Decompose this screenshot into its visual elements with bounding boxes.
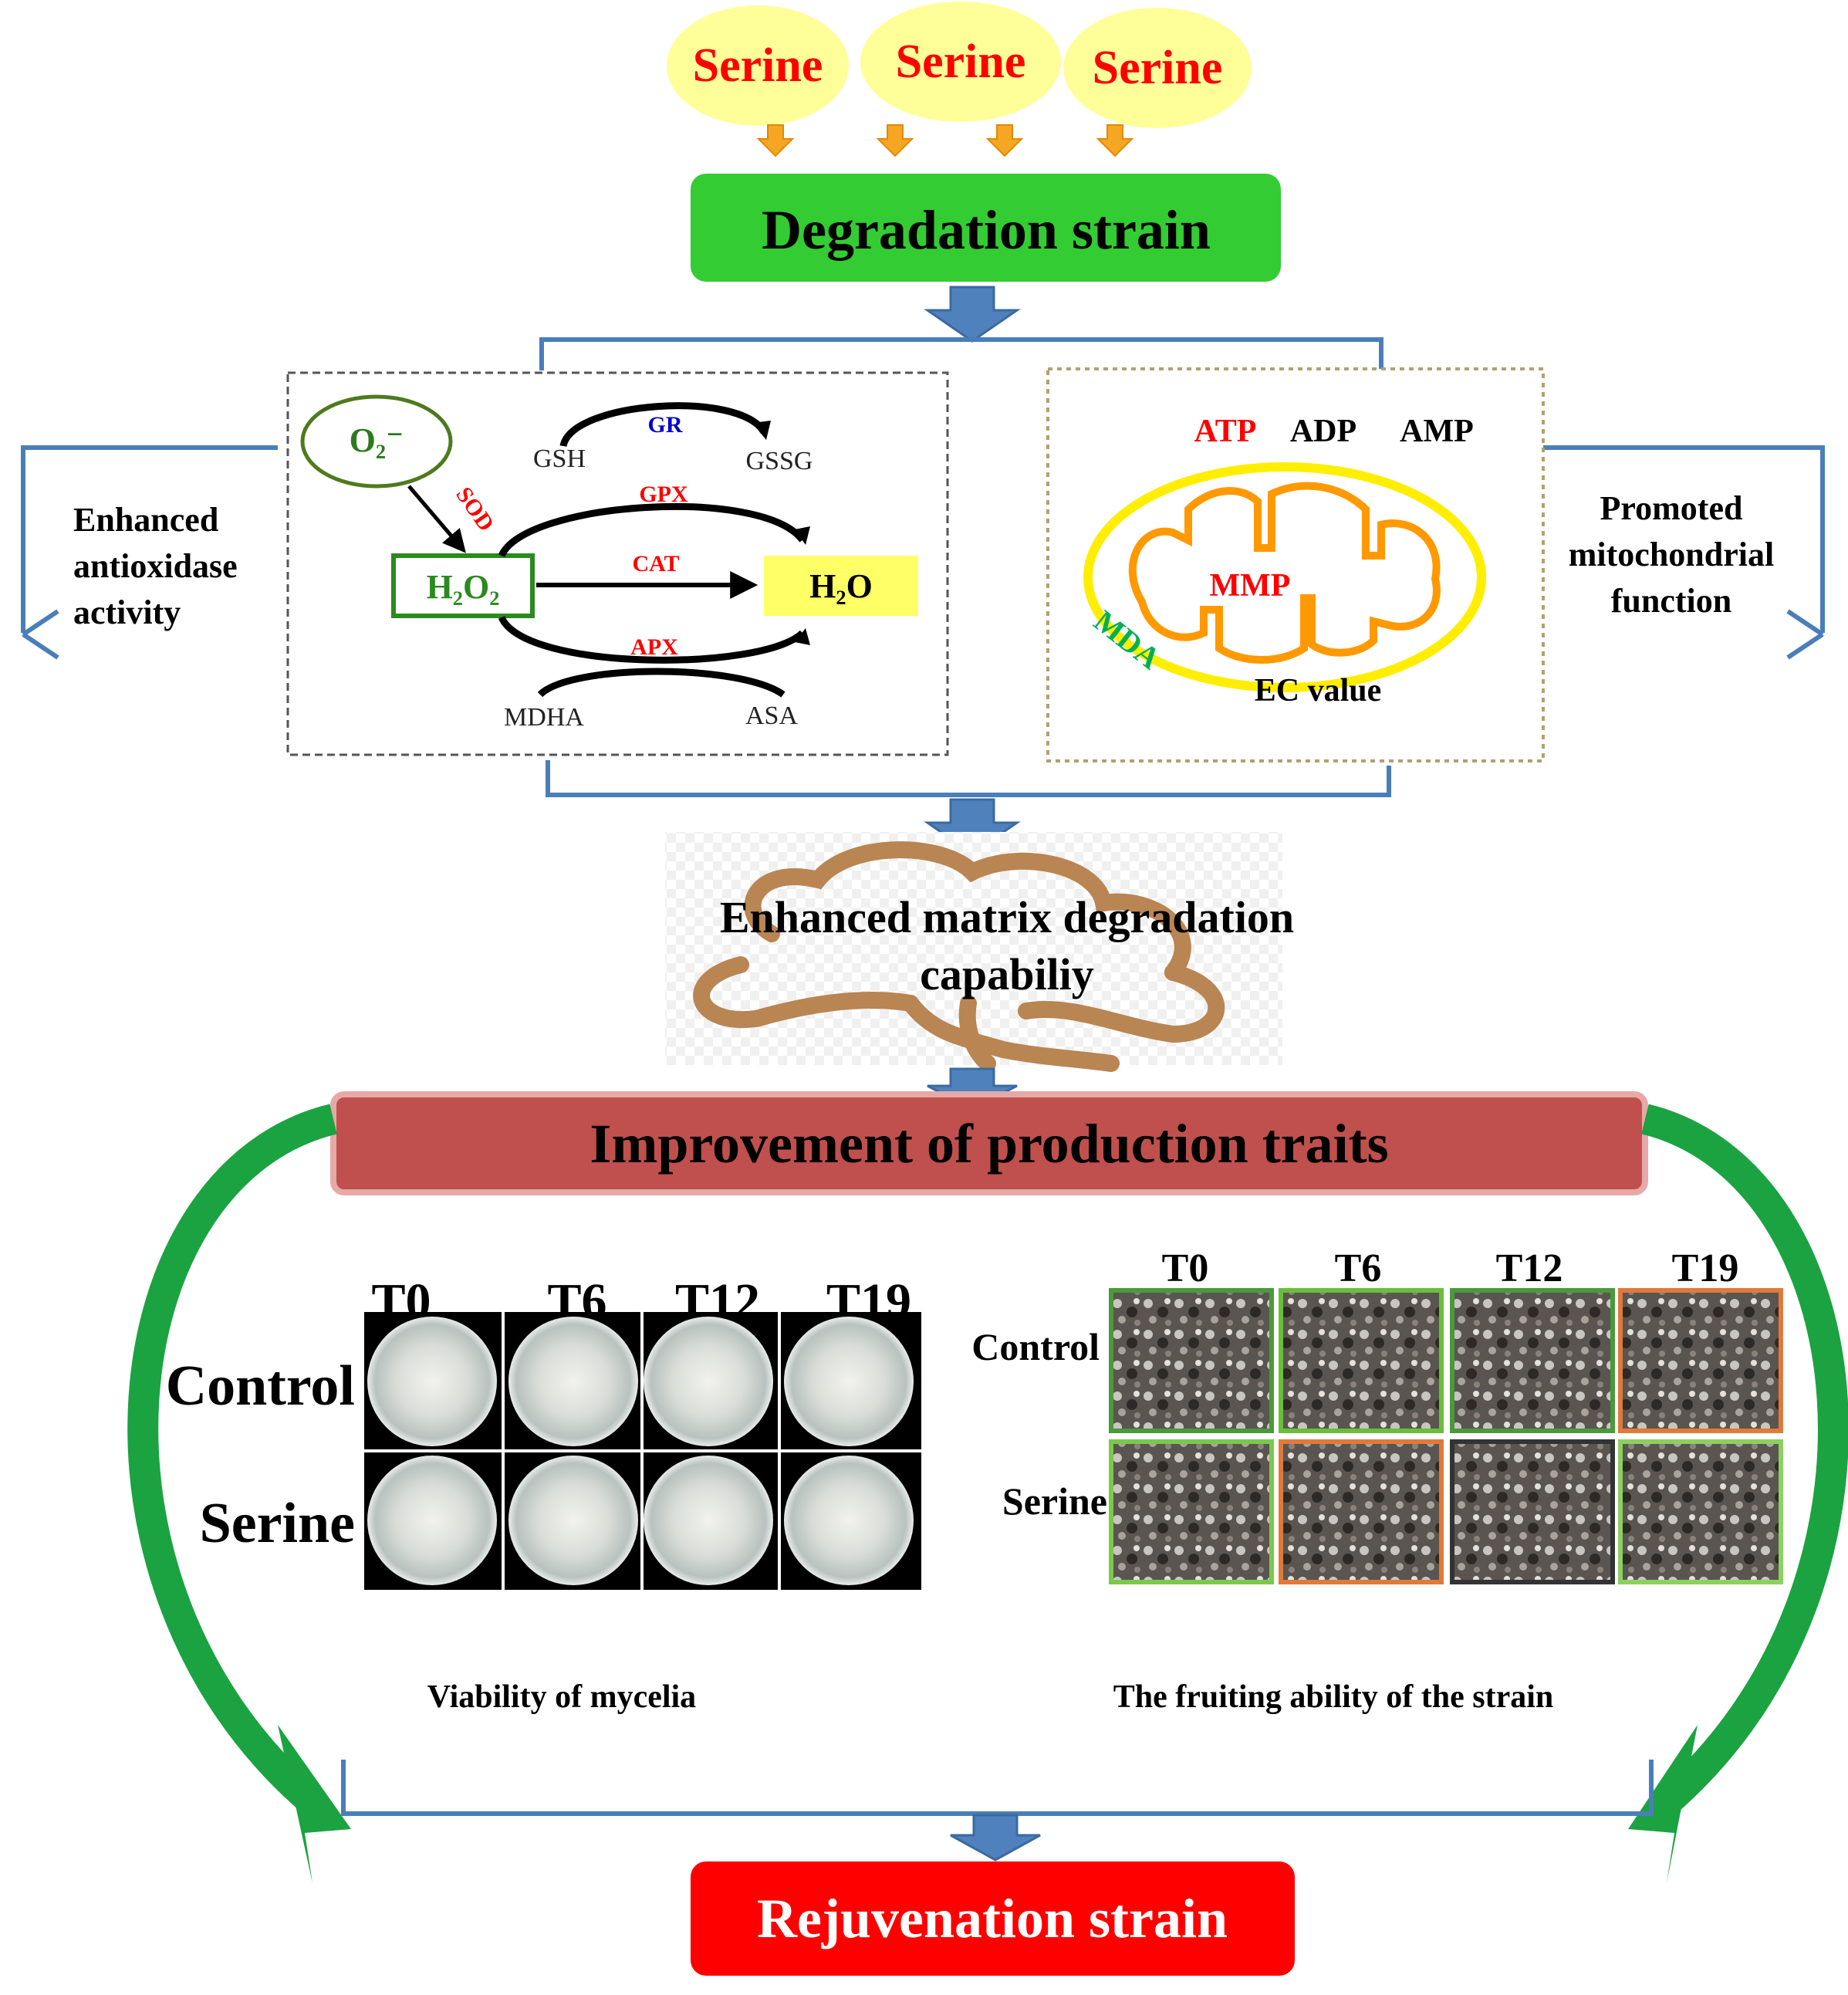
gsh-label: GSH [533, 445, 586, 473]
gr-label: GR [648, 412, 683, 438]
mycelia-row-serine: Serine [200, 1492, 355, 1555]
left-flow-arrowhead-icon [22, 609, 59, 660]
mycelia-row-control: Control [166, 1354, 355, 1418]
fruiting-photo [1450, 1439, 1615, 1584]
superoxide-label: O₂⁻ [350, 421, 404, 459]
petri-dish [644, 1317, 773, 1446]
input-arrow-icon [985, 124, 1024, 157]
mycelia-caption: Viability of mycelia [427, 1679, 696, 1715]
fruiting-photo-row-serine [1109, 1439, 1783, 1584]
adp-label: ADP [1290, 414, 1356, 449]
fruiting-photo [1109, 1439, 1274, 1584]
petri-dish-row-serine [367, 1456, 914, 1585]
fruiting-photo [1618, 1288, 1783, 1433]
fruiting-col-t6: T6 [1335, 1246, 1382, 1290]
input-arrow-icon [756, 124, 795, 157]
petri-dish-row-control [367, 1317, 914, 1446]
matrix-degradation-block: Enhanced matrix degradation capabiliy [665, 832, 1294, 1072]
serine-label-1: Serine [693, 39, 823, 92]
asa-label: ASA [745, 702, 798, 730]
amp-label: AMP [1400, 414, 1474, 449]
serine-ellipse-3: Serine [1063, 8, 1252, 128]
fruiting-photo [1109, 1288, 1274, 1433]
matrix-label-line-2: capabiliy [920, 949, 1094, 999]
cat-label: CAT [632, 551, 679, 577]
rejuvenation-strain-label: Rejuvenation strain [757, 1888, 1228, 1949]
production-traits-box: Improvement of production traits [330, 1091, 1648, 1195]
mycelia-grid: T0 T6 T12 T19 Control Serine Viability o… [166, 1273, 921, 1715]
serine-ellipse-2: Serine [860, 2, 1061, 122]
mitochondrion-inner-membrane [1128, 482, 1441, 664]
mdha-label: MDHA [504, 703, 584, 732]
fruiting-col-t0: T0 [1162, 1246, 1209, 1290]
matrix-label-line-1: Enhanced matrix degradation [720, 892, 1294, 942]
green-arrowhead-left-icon [278, 1725, 351, 1883]
right-side-label: Promoted mitochondrial function [1569, 489, 1774, 620]
fruiting-photo-row-control [1109, 1288, 1783, 1433]
down-arrow-icon [950, 1814, 1041, 1861]
gssg-label: GSSG [746, 447, 813, 475]
input-arrows [756, 124, 1134, 157]
apx-label: APX [630, 634, 678, 660]
petri-dish [367, 1317, 497, 1446]
merge-bracket [546, 760, 1391, 797]
bottom-bracket [341, 1760, 1654, 1816]
left-flow-line [21, 445, 278, 633]
fruiting-photo [1279, 1439, 1444, 1584]
fruiting-col-t19: T19 [1672, 1246, 1739, 1290]
gpx-label: GPX [639, 482, 688, 507]
h2o2-label: H₂O₂ [427, 568, 500, 606]
input-arrow-icon [876, 124, 914, 157]
down-arrow-icon [924, 286, 1021, 343]
h2o-label: H₂O [809, 567, 873, 605]
mitochondria-panel: ATP ADP AMP MMP MDA EC value [1046, 367, 1545, 762]
mmp-label: MMP [1210, 568, 1291, 604]
right-flow-line [1543, 445, 1825, 633]
right-side-label-line-3: function [1611, 582, 1731, 620]
serine-label-2: Serine [896, 36, 1026, 88]
rejuvenation-strain-box: Rejuvenation strain [691, 1861, 1295, 1976]
split-bracket [539, 337, 1383, 370]
right-side-label-line-1: Promoted [1600, 489, 1743, 527]
left-side-label-line-2: antioxidase [73, 547, 238, 585]
ec-value-label: EC value [1255, 673, 1382, 708]
fruiting-caption: The fruiting ability of the strain [1113, 1679, 1554, 1715]
degradation-strain-label: Degradation strain [762, 199, 1211, 261]
serine-label-3: Serine [1093, 42, 1223, 94]
petri-dish [508, 1317, 638, 1446]
fruiting-col-t12: T12 [1496, 1246, 1563, 1290]
degradation-strain-box: Degradation strain [691, 174, 1281, 282]
left-side-label: Enhanced antioxidase activity [73, 501, 238, 631]
antioxidant-panel: O₂⁻ SOD H₂O₂ CAT H₂O GR GSH GSSG GPX APX… [286, 371, 949, 756]
serine-ellipse-1: Serine [667, 5, 849, 126]
right-side-label-line-2: mitochondrial [1569, 536, 1774, 573]
petri-dish [784, 1456, 914, 1585]
fruiting-photo [1450, 1288, 1615, 1433]
production-traits-label: Improvement of production traits [590, 1113, 1388, 1175]
petri-dish [508, 1456, 638, 1585]
petri-dish [784, 1317, 914, 1446]
fruiting-row-serine: Serine [1002, 1479, 1107, 1523]
fruiting-photo [1618, 1439, 1783, 1584]
green-loop-arrows [127, 1104, 1848, 1883]
input-arrow-icon [1096, 124, 1134, 157]
green-arrowhead-right-icon [1628, 1725, 1698, 1883]
petri-dish [644, 1456, 773, 1585]
left-side-label-line-3: activity [73, 593, 181, 631]
fruiting-row-control: Control [971, 1325, 1100, 1368]
fruiting-grid: T0 T6 T12 T19 Control Serine The fruitin… [971, 1246, 1783, 1715]
right-flow-arrowhead-icon [1786, 609, 1824, 660]
cotton-icon [693, 841, 1225, 1072]
mitochondrion-outer-membrane [1083, 462, 1486, 692]
fruiting-photo [1279, 1288, 1444, 1433]
atp-label: ATP [1194, 414, 1257, 449]
left-side-label-line-1: Enhanced [73, 501, 218, 539]
petri-dish [367, 1456, 497, 1585]
